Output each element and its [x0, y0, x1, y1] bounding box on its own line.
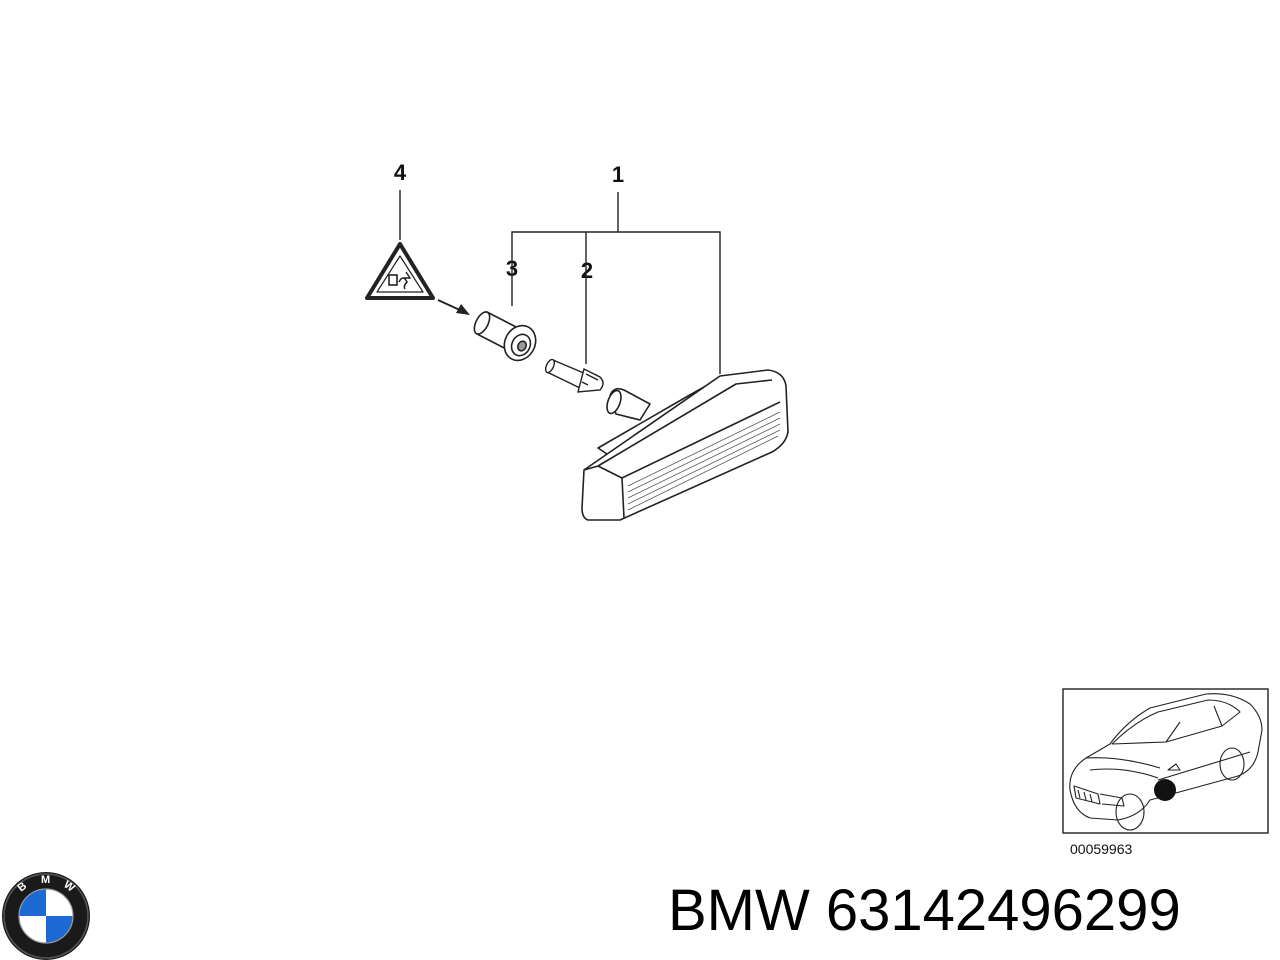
bulb-socket	[473, 310, 537, 362]
part-title: BMW 63142496299	[668, 878, 1181, 944]
callout-4: 4	[394, 160, 407, 185]
bulb	[544, 358, 604, 393]
warning-triangle-icon	[365, 242, 435, 300]
arrow-icon	[437, 299, 470, 315]
brand-name: BMW	[668, 878, 810, 943]
logo-letter-m: M	[41, 874, 50, 886]
inset-frame	[1062, 688, 1269, 834]
leader-lines	[399, 190, 721, 374]
callout-1: 1	[612, 162, 624, 187]
side-marker-lamp	[581, 369, 789, 521]
location-marker	[1154, 779, 1176, 801]
inset-diagram-code: 00059963	[1070, 841, 1133, 857]
vehicle-location-inset: 00059963	[1062, 688, 1269, 857]
callout-2: 2	[581, 258, 593, 283]
part-number: 63142496299	[825, 878, 1181, 943]
bmw-logo-icon: B M W	[2, 872, 90, 960]
car-outline	[1069, 693, 1263, 831]
